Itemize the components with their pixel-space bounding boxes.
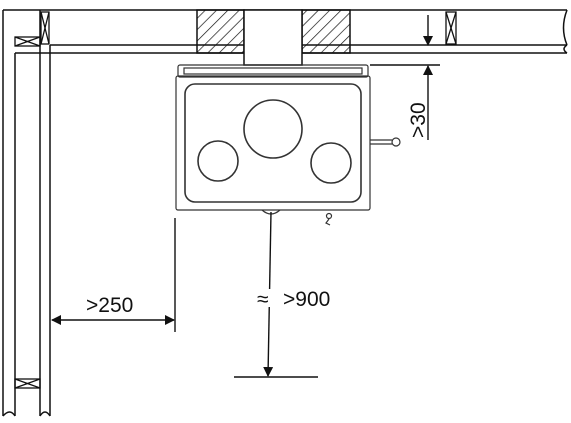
top-clearance-dimension: [370, 15, 440, 140]
cross-box-icon: [445, 11, 457, 45]
cross-box-icon: [40, 11, 50, 45]
wall-structure: [2, 9, 568, 417]
break-mask: [258, 289, 280, 307]
break-symbol-icon: ≈: [257, 288, 269, 311]
hatched-beam-right: [301, 9, 351, 54]
extraction-duct: [243, 9, 303, 66]
left-burner: [197, 140, 239, 182]
cross-box-icon: [14, 36, 41, 47]
large-burner: [243, 99, 303, 159]
right-burner: [310, 142, 352, 184]
side-clearance-dimension: [51, 218, 176, 332]
side-clearance-label: >250: [86, 294, 133, 317]
cross-box-icon: [14, 378, 41, 389]
front-clearance-label: >900: [283, 288, 330, 311]
top-clearance-label: >30: [407, 102, 430, 138]
hatched-beam-left: [196, 9, 245, 54]
hob-appliance: [175, 64, 401, 226]
